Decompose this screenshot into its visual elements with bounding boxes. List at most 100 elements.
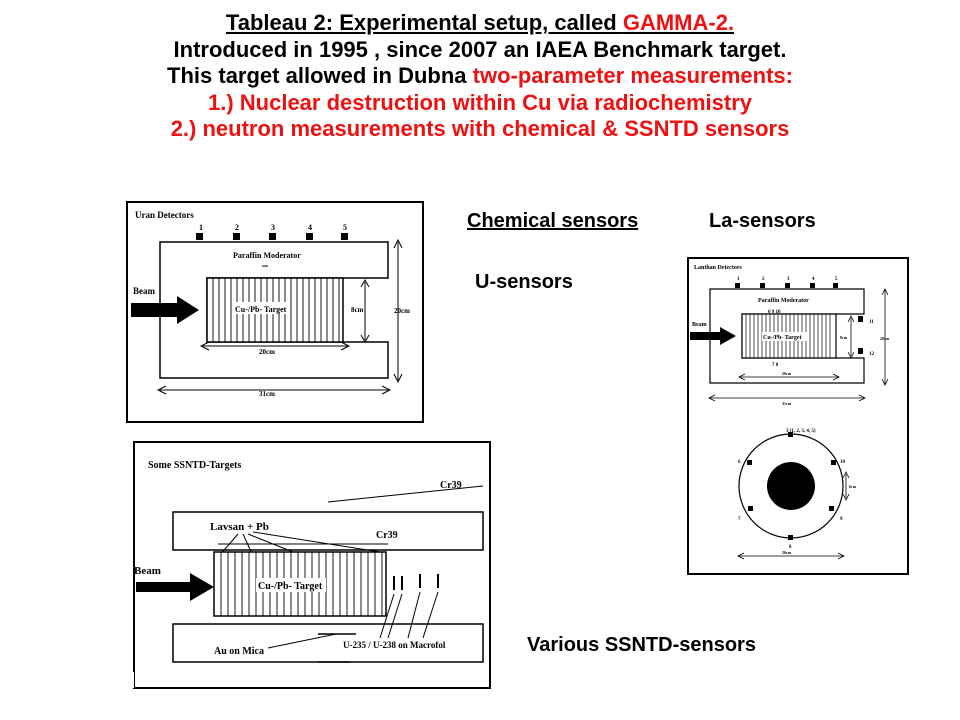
lanthan-circle-number-10: 10 xyxy=(840,460,846,465)
ssntd-figure-corner-gap xyxy=(120,672,134,688)
uran-dim-31cm-arrow xyxy=(156,385,392,395)
ssntd-cr39-top-label: Cr39 xyxy=(440,480,462,491)
lanthan-detector-number-4: 4 xyxy=(812,277,815,282)
ssntd-cr39-top-leader xyxy=(327,485,484,503)
title-line-3-prefix: This target allowed in Dubna xyxy=(167,63,473,88)
lanthan-side-label-11: 11 xyxy=(869,320,874,325)
uran-target-stripes xyxy=(212,278,340,342)
lanthan-circle-20cm-label: 20cm xyxy=(782,550,792,555)
lanthan-circle-number-6: 6 xyxy=(738,460,741,465)
lanthan-ring-detectors xyxy=(747,432,836,540)
ssntd-upper-moderator xyxy=(172,511,484,551)
lanthan-side-detector-12 xyxy=(858,348,863,354)
uran-beam-label: Beam xyxy=(133,286,155,296)
uran-detector-number-3: 3 xyxy=(271,223,275,232)
ssntd-lavsan-leader-4 xyxy=(252,531,381,553)
uran-detectors-figure: Uran Detectors 1 2 3 4 5 Paraffin Modera… xyxy=(126,201,424,423)
ssntd-u235-leader-2 xyxy=(387,593,403,639)
lanthan-dim-8cm-label: 8cm xyxy=(840,335,848,340)
lanthan-dim-31cm-arrow xyxy=(708,394,866,402)
lanthan-circle-number-8: 8 xyxy=(789,545,792,550)
uran-figure-title: Uran Detectors xyxy=(135,210,194,220)
lanthan-dim-20cm-vertical-label: 20cm xyxy=(880,336,890,341)
lanthan-dim-31cm-label: 31cm xyxy=(782,401,792,406)
ssntd-target-label-bg xyxy=(256,578,326,592)
lanthan-circle-label: 3 (1, 2, 3, 4, 5) xyxy=(786,429,816,434)
lanthan-target-label-bg xyxy=(762,332,808,341)
lanthan-inner-numbers-bottom: 7 8 xyxy=(772,363,779,368)
chemical-sensors-label: Chemical sensors xyxy=(467,210,639,232)
uran-dim-20cm-vertical-arrow xyxy=(393,238,403,384)
lanthan-detector-markers xyxy=(735,283,838,288)
lanthan-figure-title: Lanthan Detectors xyxy=(694,265,742,271)
ssntd-target-label: Cu-/Pb- Target xyxy=(258,581,323,592)
uran-detector-markers xyxy=(196,233,348,240)
gamma-2-highlight: GAMMA-2. xyxy=(622,10,735,35)
uran-detector-4 xyxy=(306,233,313,240)
lanthan-circle-number-9: 9 xyxy=(840,517,843,522)
ssntd-au-mica-leader xyxy=(267,633,337,649)
title-line-4: 1.) Nuclear destruction within Cu via ra… xyxy=(207,89,753,115)
ssntd-side-detectors xyxy=(393,574,439,590)
ssntd-u235-leader-4 xyxy=(422,591,439,639)
ssntd-beam-arrow xyxy=(136,573,214,601)
uran-dim-20cm-horizontal-arrow xyxy=(199,341,351,351)
title-line-1-prefix: Tableau 2: Experimental setup, called xyxy=(225,10,623,35)
lanthan-detector-number-5: 5 xyxy=(835,277,838,282)
uran-dim-20cm-horizontal-label: 20cm xyxy=(259,348,275,356)
ssntd-lavsan-label: Lavsan + Pb xyxy=(210,521,269,533)
lanthan-dim-20cm-vertical-arrow xyxy=(881,288,889,386)
lanthan-inner-numbers-top: 6 9 10 xyxy=(768,310,781,315)
lanthan-circle-20cm-arrow xyxy=(737,552,845,560)
slide-title: Tableau 2: Experimental setup, called GA… xyxy=(0,10,960,143)
lanthan-dim-20cm-horizontal-arrow xyxy=(738,373,840,381)
title-line-1-underlined: Tableau 2: Experimental setup, called GA… xyxy=(226,10,734,35)
uran-dim-20cm-vertical-label: 20cm xyxy=(394,307,410,315)
uran-detector-5 xyxy=(341,233,348,240)
la-sensors-label: La-sensors xyxy=(709,210,816,232)
ssntd-u235-leader-3 xyxy=(407,591,421,639)
lanthan-target-cross-section xyxy=(767,462,815,510)
title-line-2: Introduced in 1995 , since 2007 an IAEA … xyxy=(173,36,787,62)
uran-detector-1 xyxy=(196,233,203,240)
lanthan-side-detector-11 xyxy=(858,316,863,322)
lanthan-beam-label: Beam xyxy=(692,322,707,328)
uran-detector-2 xyxy=(233,233,240,240)
ssntd-u235-label: U-235 / U-238 on Macrofol xyxy=(343,640,446,650)
lanthan-detectors-figure: Lanthan Detectors 1 2 3 4 5 Paraffin Mod… xyxy=(687,257,909,575)
uran-target-label: Cu-/Pb- Target xyxy=(235,305,287,314)
title-line-5: 2.) neutron measurements with chemical &… xyxy=(170,116,790,141)
uran-dim-8cm-arrow xyxy=(360,278,370,344)
ssntd-beam-label: Beam xyxy=(134,565,161,577)
lanthan-detector-number-1: 1 xyxy=(737,277,740,282)
lanthan-detector-number-3: 3 xyxy=(787,277,790,282)
ssntd-targets-figure: Some SSNTD-Targets Cr39 Lavsan + Pb Cr39… xyxy=(120,441,491,689)
uran-target-label-bg xyxy=(233,302,289,314)
uran-detector-number-2: 2 xyxy=(235,223,239,232)
uran-detector-3 xyxy=(269,233,276,240)
title-line-1: Tableau 2: Experimental setup, called GA… xyxy=(0,10,960,37)
lanthan-detector-number-2: 2 xyxy=(762,277,765,282)
ssntd-u235-leader-1 xyxy=(379,593,395,639)
uran-dim-8cm-label: 8cm xyxy=(351,306,364,314)
uran-beam-arrow xyxy=(131,296,199,324)
ssntd-au-mica-label: Au on Mica xyxy=(214,646,264,657)
ssntd-figure-title: Some SSNTD-Targets xyxy=(148,460,241,471)
uran-detector-number-4: 4 xyxy=(308,223,312,232)
lanthan-side-label-12: 12 xyxy=(869,352,875,357)
lanthan-circle-6cm-arrow xyxy=(842,471,850,501)
uran-detector-number-1: 1 xyxy=(199,223,203,232)
uran-moderator-label: Paraffin Moderator xyxy=(233,251,301,260)
uran-detector-number-5: 5 xyxy=(343,223,347,232)
lanthan-circle-6cm-label: 6cm xyxy=(849,484,857,489)
lanthan-figure-frame xyxy=(687,257,909,575)
lanthan-target-label: Cu-/Pb- Target xyxy=(763,335,802,341)
ssntd-figure-frame xyxy=(133,441,491,689)
ssntd-cr39-mid-label: Cr39 xyxy=(376,530,398,541)
lanthan-dim-8cm-arrow xyxy=(847,315,855,359)
ssntd-target-stripes xyxy=(220,552,383,616)
two-parameter-highlight: two-parameter measurements: xyxy=(472,63,793,88)
lanthan-dim-20cm-horizontal-label: 20cm xyxy=(782,371,792,376)
lanthan-circle-number-7: 7 xyxy=(738,517,741,522)
uran-figure-frame xyxy=(126,201,424,423)
